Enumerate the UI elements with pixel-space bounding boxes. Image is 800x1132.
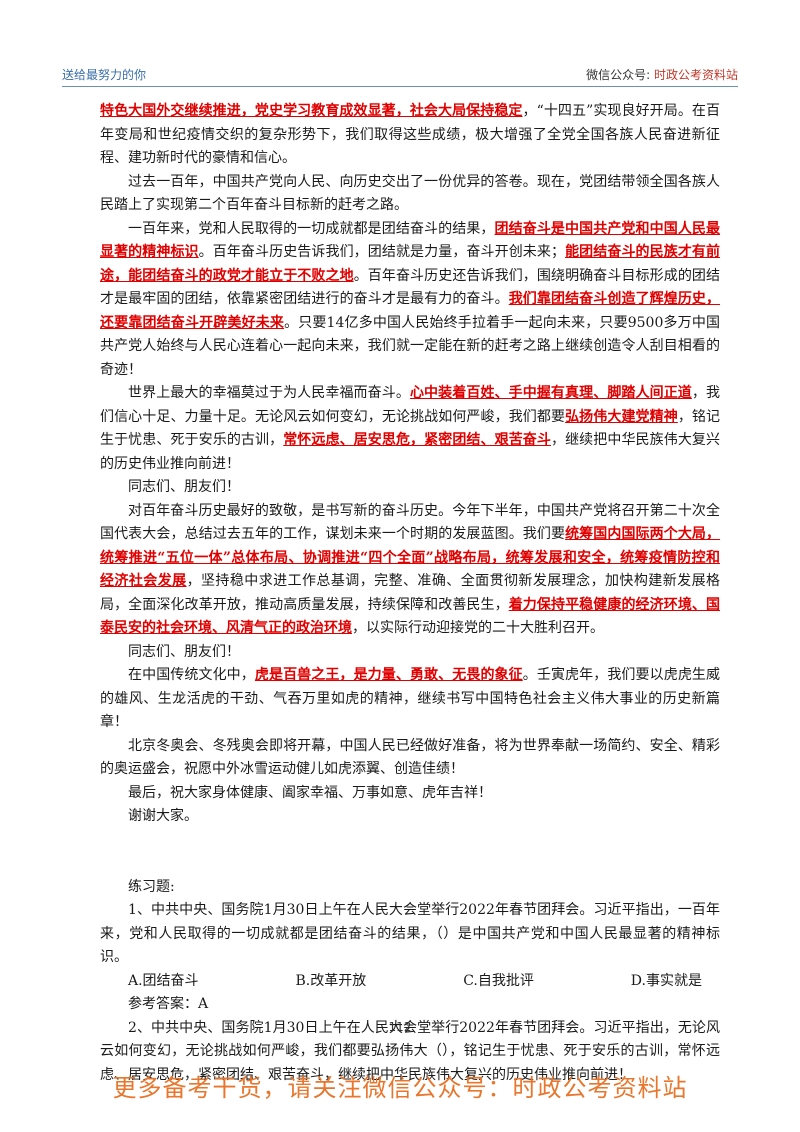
paragraph: 最后，祝大家身体健康、阖家幸福、万事如意、虎年吉祥！	[100, 782, 720, 806]
paragraph: 一百年来，党和人民取得的一切成就都是团结奋斗的结果，团结奋斗是中国共产党和中国人…	[100, 218, 720, 383]
paragraph-text: 谢谢大家。	[128, 808, 198, 824]
paragraph-text: ，坚持稳中求进工作总基调，完整、准确、全面贯彻新发展理念，加快构建新发展格局，全…	[100, 573, 721, 613]
highlighted-text: 统筹国内国际两个大局，统筹推进“五位一体”总体布局、协调推进“四个全面”战略布局…	[100, 526, 721, 589]
page-number: 112	[388, 1020, 412, 1034]
highlighted-text: 心中装着百姓、手中握有真理、脚踏人间正道	[409, 385, 692, 401]
highlighted-text: 团结奋斗是中国共产党和中国人民最显著的精神标识	[100, 220, 721, 261]
paragraph-text: ，继续把中华民族伟大复兴的历史伟业推向前进！	[100, 432, 721, 472]
highlighted-text: 常怀远虑、居安思危，紧密团结、艰苦奋斗	[283, 432, 551, 448]
paragraph-text: 北京冬奥会、冬残奥会即将开幕，中国人民已经做好准备，将为世界奉献一场简约、安全、…	[100, 737, 720, 778]
option-c: C.自我批评	[463, 972, 534, 989]
paragraph-text: 世界上最大的幸福莫过于为人民幸福而奋斗。	[128, 385, 410, 401]
paragraph-text: 同志们、朋友们！	[128, 479, 240, 495]
question-1-answer: 参考答案：A	[128, 996, 209, 1012]
paragraph-text: ，“十四五”实现良好开局。在百年变局和世纪疫情交织的复杂形势下，我们取得这些成绩…	[100, 103, 720, 166]
header-wechat-label: 微信公众号:	[586, 68, 654, 82]
question-1: 1、中共中央、国务院1月30日上午在人民大会堂举行2022年春节团拜会。习近平指…	[100, 902, 720, 965]
highlighted-text: 弘扬伟大建党精神	[565, 408, 678, 425]
question-2: 2、中共中央、国务院1月30日上午在人民大会堂举行2022年春节团拜会。习近平指…	[100, 1019, 720, 1083]
paragraph: 同志们、朋友们！	[100, 476, 720, 500]
paragraph-text: 。百年奋斗历史还告诉我们，围绕明确奋斗目标形成的团结才是最牢固的团结，依靠紧密团…	[100, 267, 721, 308]
paragraph: 谢谢大家。	[100, 805, 720, 829]
highlighted-text: 虎是百兽之王，是力量、勇敢、无畏的象征	[254, 667, 523, 683]
option-d: D.事实就是	[630, 972, 702, 989]
paragraph: 对百年奋斗历史最好的致敬，是书写新的奋斗历史。今年下半年，中国共产党将召开第二十…	[100, 500, 720, 641]
paragraph-text: 对百年奋斗历史最好的致敬，是书写新的奋斗历史。今年下半年，中国共产党将召开第二十…	[100, 502, 720, 543]
paragraph: 过去一百年，中国共产党向人民、向历史交出了一份优异的答卷。现在，党团结带领全国各…	[100, 171, 720, 218]
paragraph: 世界上最大的幸福莫过于为人民幸福而奋斗。心中装着百姓、手中握有真理、脚踏人间正道…	[100, 382, 720, 476]
paragraph-text: 最后，祝大家身体健康、阖家幸福、万事如意、虎年吉祥！	[128, 784, 492, 801]
header-wechat: 微信公众号: 时政公考资料站	[586, 66, 738, 83]
speech-paragraphs: 特色大国外交继续推进，党史学习教育成效显著，社会大局保持稳定，“十四五”实现良好…	[100, 100, 720, 829]
exercise-title: 练习题:	[128, 878, 175, 895]
question-1-options: A.团结奋斗 B.改革开放 C.自我批评 D.事实就是	[100, 970, 720, 994]
paragraph-text: ，我们信心十足、力量十足。无论风云如何变幻，无论挑战如何严峻，我们都要	[100, 385, 721, 425]
highlighted-text: 能团结奋斗的民族才有前途，能团结奋斗的政党才能立于不败之地	[100, 244, 721, 284]
option-b: B.改革开放	[295, 972, 367, 989]
option-a: A.团结奋斗	[128, 972, 199, 989]
paragraph-text: 。只要14亿多中国人民始终手拉着手一起向未来，只要9500多万中国共产党人始终与…	[100, 314, 720, 378]
document-body: 特色大国外交继续推进，党史学习教育成效显著，社会大局保持稳定，“十四五”实现良好…	[100, 100, 720, 1087]
paragraph: 在中国传统文化中，虎是百兽之王，是力量、勇敢、无畏的象征。壬寅虎年，我们要以虎虎…	[100, 664, 720, 735]
paragraph-text: ，以实际行动迎接党的二十大胜利召开。	[352, 620, 604, 636]
header-slogan: 送给最努力的你	[62, 68, 147, 82]
highlighted-text: 特色大国外交继续推进，党史学习教育成效显著，社会大局保持稳定	[100, 103, 523, 119]
paragraph-text: 过去一百年，中国共产党向人民、向历史交出了一份优异的答卷。现在，党团结带领全国各…	[100, 173, 720, 214]
paragraph-text: 一百年来，党和人民取得的一切成就都是团结奋斗的结果，	[128, 220, 495, 237]
paragraph: 特色大国外交继续推进，党史学习教育成效显著，社会大局保持稳定，“十四五”实现良好…	[100, 100, 720, 171]
spacer	[100, 829, 720, 876]
paragraph: 同志们、朋友们！	[100, 641, 720, 665]
paragraph-text: 。百年奋斗历史告诉我们，团结就是力量，奋斗开创未来；	[198, 244, 565, 260]
paragraph-text: 。壬寅虎年，我们要以虎虎生威的雄风、生龙活虎的干劲、气吞万里如虎的精神，继续书写…	[100, 667, 721, 730]
paragraph-text: 同志们、朋友们！	[128, 643, 240, 660]
highlighted-text: 着力保持平稳健康的经济环境、国泰民安的社会环境、风清气正的政治环境	[100, 596, 721, 637]
header-wechat-account: 时政公考资料站	[653, 68, 738, 82]
highlighted-text: 我们靠团结奋斗创造了辉煌历史，还要靠团结奋斗开辟美好未来	[100, 291, 721, 331]
paragraph-text: 在中国传统文化中，	[128, 667, 255, 683]
paragraph-text: ，铭记生于忧患、死于安乐的古训，	[100, 408, 721, 449]
page-header: 送给最努力的你 微信公众号: 时政公考资料站	[62, 64, 738, 87]
footer-banner: 更多备考干货，请关注微信公众号：时政公考资料站	[112, 1074, 688, 1102]
paragraph: 北京冬奥会、冬残奥会即将开幕，中国人民已经做好准备，将为世界奉献一场简约、安全、…	[100, 735, 720, 782]
